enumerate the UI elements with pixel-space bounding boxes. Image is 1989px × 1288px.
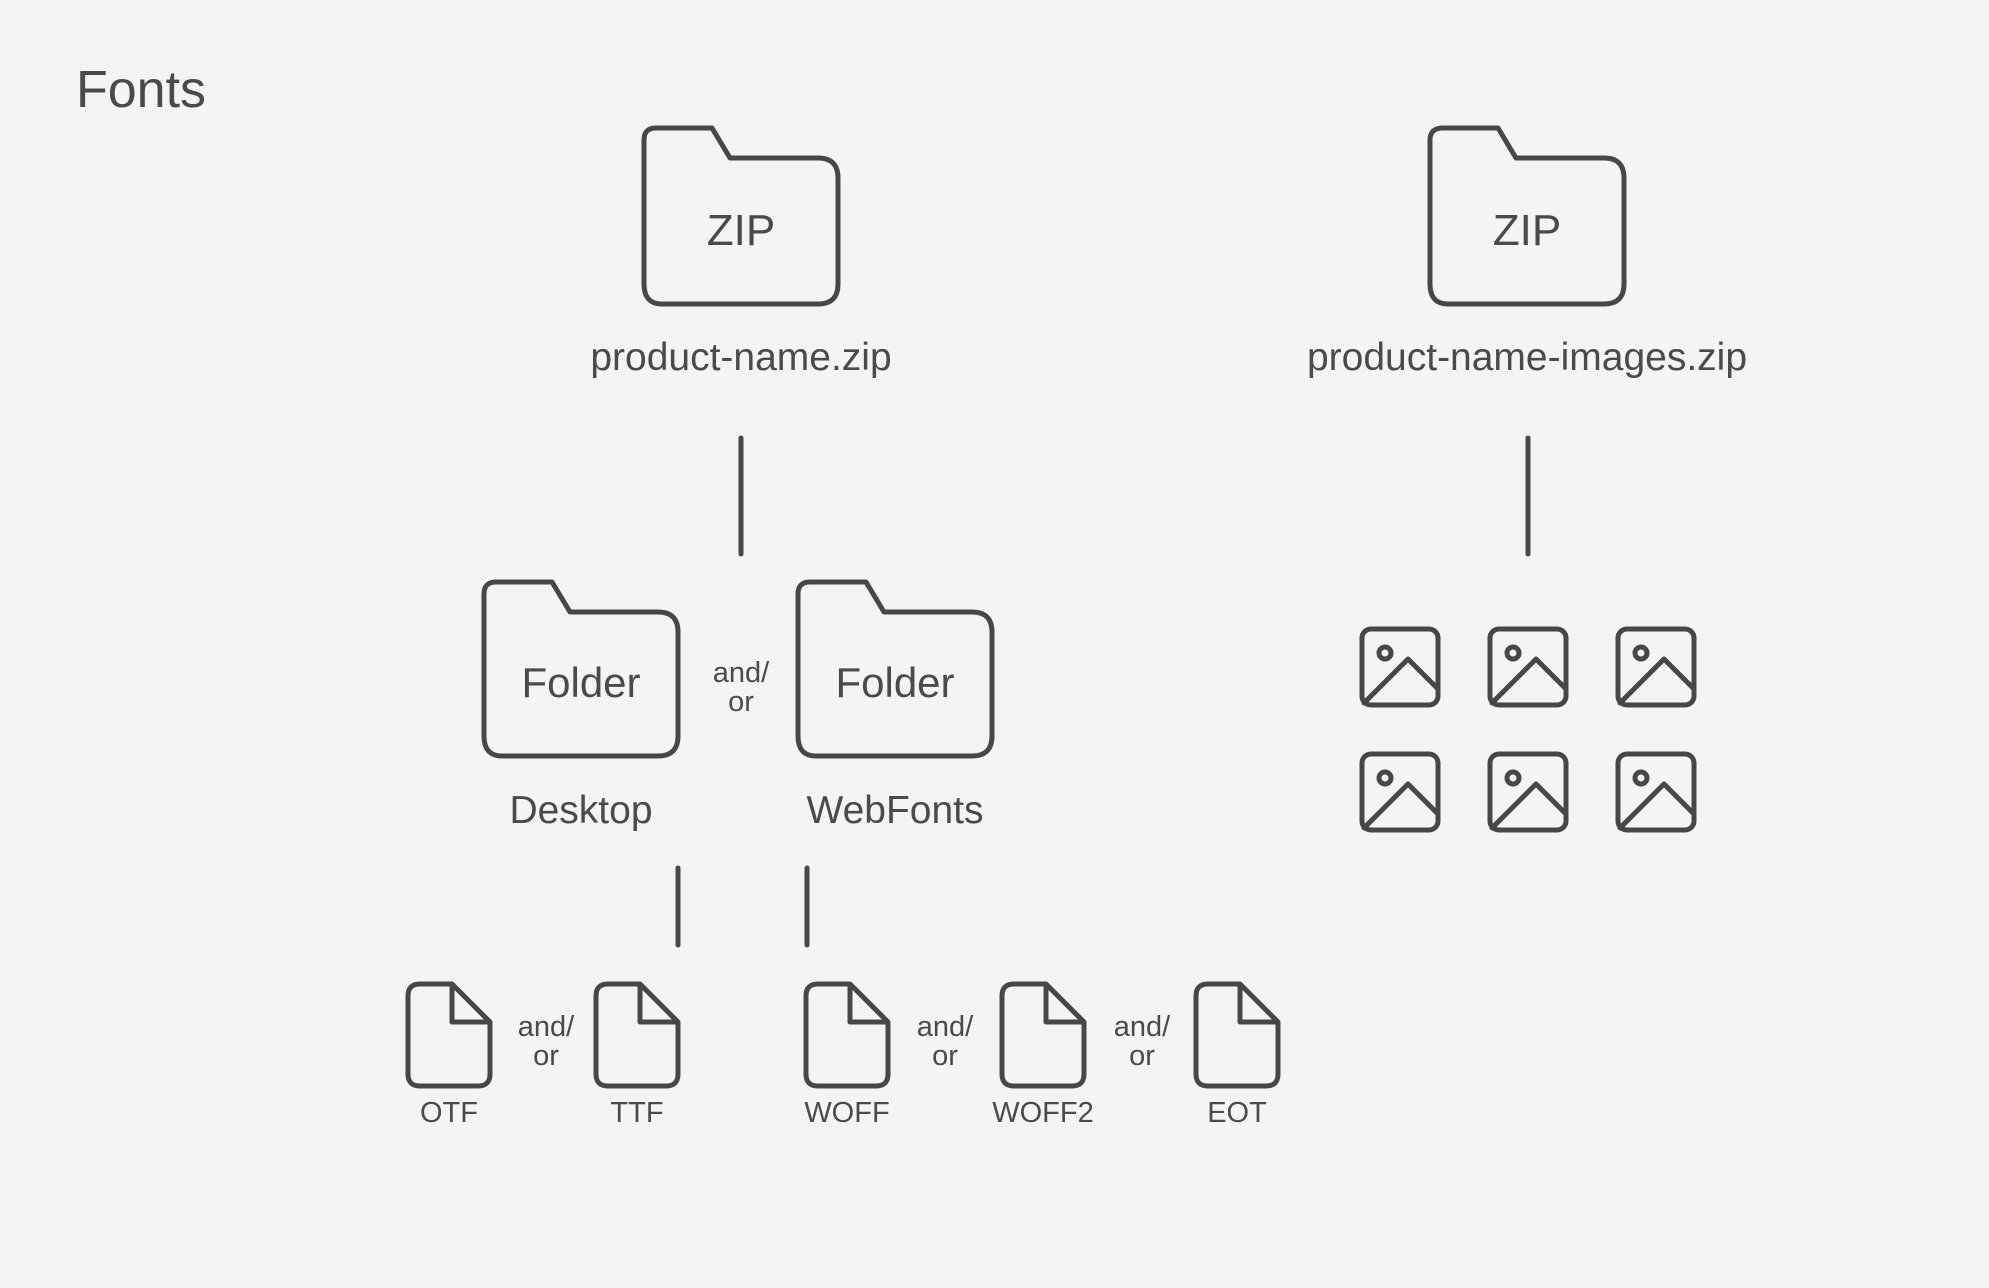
image-icon — [1359, 751, 1441, 833]
folder-icon — [481, 579, 681, 759]
and-or-connector: and/ or — [518, 1011, 575, 1072]
file-icon — [803, 981, 891, 1089]
zip-folder-product: ZIP product-name.zip — [590, 125, 892, 379]
and-or-connector: and/ or — [713, 657, 770, 718]
file-woff: WOFF — [803, 981, 891, 1129]
folder-icon — [641, 125, 841, 307]
page-title: Fonts — [76, 61, 207, 119]
file-format-label: WOFF — [804, 1097, 889, 1129]
and-or-connector: and/ or — [1114, 1011, 1171, 1072]
folder-icon — [1427, 125, 1627, 307]
file-format-label: WOFF2 — [992, 1097, 1094, 1129]
file-icon — [593, 981, 681, 1089]
image-icon — [1615, 626, 1697, 708]
folder-label: Folder — [835, 659, 954, 706]
and-or-connector: and/ or — [917, 1011, 974, 1072]
image-icon — [1487, 751, 1569, 833]
file-format-label: OTF — [420, 1097, 478, 1129]
folder-webfonts: Folder WebFonts — [795, 579, 995, 832]
image-icon — [1615, 751, 1697, 833]
file-icon — [1193, 981, 1281, 1089]
zip-file-name: product-name-images.zip — [1307, 336, 1747, 379]
file-icon — [405, 981, 493, 1089]
and-or-line1: and/ — [713, 657, 770, 689]
and-or-line2: or — [932, 1040, 958, 1072]
and-or-line1: and/ — [1114, 1011, 1171, 1043]
file-icon — [999, 981, 1087, 1089]
and-or-line2: or — [533, 1040, 559, 1072]
folder-desktop: Folder Desktop — [481, 579, 681, 832]
file-format-label: EOT — [1207, 1097, 1267, 1129]
image-grid — [1359, 626, 1697, 833]
image-icon — [1359, 626, 1441, 708]
file-woff2: WOFF2 — [992, 981, 1094, 1129]
image-icon — [1487, 626, 1569, 708]
zip-folder-images: ZIP product-name-images.zip — [1307, 125, 1747, 379]
folder-name: WebFonts — [806, 789, 983, 832]
folder-name: Desktop — [509, 789, 652, 832]
file-otf: OTF — [405, 981, 493, 1129]
and-or-line1: and/ — [518, 1011, 575, 1043]
zip-label: ZIP — [1493, 206, 1561, 255]
zip-label: ZIP — [707, 206, 775, 255]
file-ttf: TTF — [593, 981, 681, 1129]
folder-label: Folder — [521, 659, 640, 706]
file-eot: EOT — [1193, 981, 1281, 1129]
and-or-line1: and/ — [917, 1011, 974, 1043]
file-format-label: TTF — [610, 1097, 663, 1129]
and-or-line2: or — [728, 686, 754, 718]
and-or-line2: or — [1129, 1040, 1155, 1072]
zip-file-name: product-name.zip — [590, 336, 891, 379]
folder-icon — [795, 579, 995, 759]
